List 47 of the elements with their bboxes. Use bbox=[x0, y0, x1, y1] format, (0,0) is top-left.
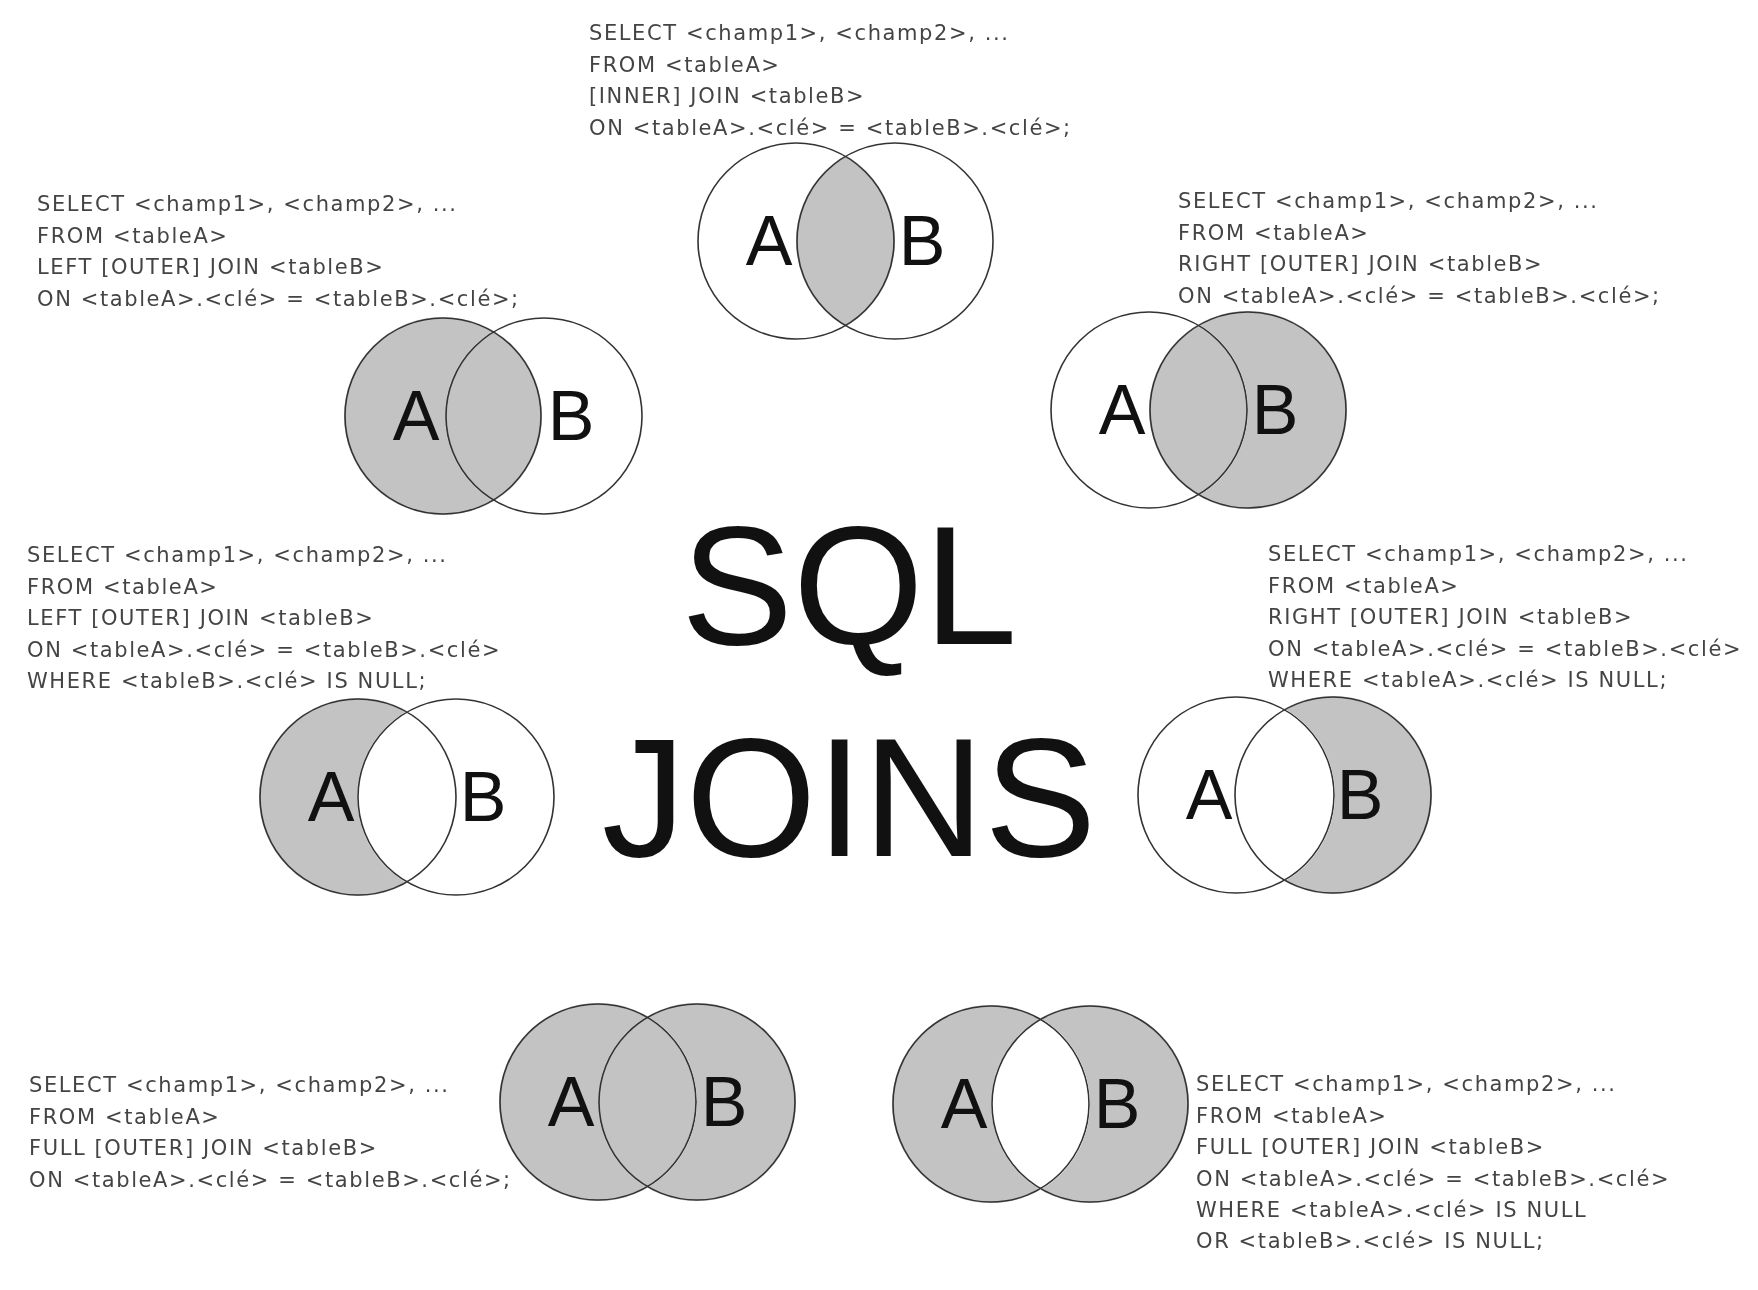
sql-code-line: SELECT <champ1>, <champ2>, ... bbox=[37, 192, 458, 218]
sql-code-line: [INNER] JOIN <tableB> bbox=[589, 84, 866, 110]
sql-code-line: SELECT <champ1>, <champ2>, ... bbox=[589, 21, 1010, 47]
sql-code-line: FULL [OUTER] JOIN <tableB> bbox=[29, 1136, 378, 1162]
sql-code-line: SELECT <champ1>, <champ2>, ... bbox=[1178, 189, 1599, 215]
set-letter: B bbox=[700, 1067, 748, 1137]
set-letter: A bbox=[392, 381, 440, 451]
sql-code-line: FROM <tableA> bbox=[1268, 573, 1460, 599]
sql-code-line: SELECT <champ1>, <champ2>, ... bbox=[29, 1073, 450, 1099]
set-letter: B bbox=[547, 381, 595, 451]
set-letter: A bbox=[1098, 375, 1146, 445]
set-letter: B bbox=[1336, 760, 1384, 830]
sql-code-line: WHERE <tableB>.<clé> IS NULL; bbox=[27, 669, 428, 695]
sql-code-line: FROM <tableA> bbox=[589, 52, 781, 78]
sql-code-line: ON <tableA>.<clé> = <tableB>.<clé>; bbox=[29, 1167, 512, 1193]
sql-code-line: RIGHT [OUTER] JOIN <tableB> bbox=[1268, 605, 1634, 631]
sql-code-line: FROM <tableA> bbox=[1196, 1103, 1388, 1129]
sql-code-line: LEFT [OUTER] JOIN <tableB> bbox=[37, 255, 385, 281]
sql-code-line: RIGHT [OUTER] JOIN <tableB> bbox=[1178, 252, 1544, 278]
sql-code-line: ON <tableA>.<clé> = <tableB>.<clé> bbox=[1196, 1166, 1671, 1192]
sql-code-line: ON <tableA>.<clé> = <tableB>.<clé> bbox=[1268, 636, 1743, 662]
set-letter: B bbox=[1251, 375, 1299, 445]
sql-code-line: SELECT <champ1>, <champ2>, ... bbox=[1268, 542, 1689, 568]
set-letter: A bbox=[547, 1067, 595, 1137]
set-letter: A bbox=[1185, 760, 1233, 830]
sql-code-line: ON <tableA>.<clé> = <tableB>.<clé>; bbox=[37, 286, 520, 312]
sql-code-line: WHERE <tableA>.<clé> IS NULL bbox=[1196, 1198, 1588, 1224]
sql-code-line: ON <tableA>.<clé> = <tableB>.<clé> bbox=[27, 637, 502, 663]
sql-code-line: FROM <tableA> bbox=[1178, 220, 1370, 246]
set-letter: B bbox=[1093, 1069, 1141, 1139]
diagram-title: SQL JOINS bbox=[600, 491, 1098, 894]
set-letter: A bbox=[940, 1069, 988, 1139]
sql-code-line: LEFT [OUTER] JOIN <tableB> bbox=[27, 606, 375, 632]
sql-code-line: FROM <tableA> bbox=[37, 223, 229, 249]
sql-code-line: OR <tableB>.<clé> IS NULL; bbox=[1196, 1229, 1545, 1255]
set-letter: A bbox=[745, 206, 793, 276]
sql-code-line: FROM <tableA> bbox=[27, 574, 219, 600]
sql-code-line: SELECT <champ1>, <champ2>, ... bbox=[27, 543, 448, 569]
sql-code-line: ON <tableA>.<clé> = <tableB>.<clé>; bbox=[589, 115, 1072, 141]
set-letter: A bbox=[307, 762, 355, 832]
set-letter: B bbox=[459, 762, 507, 832]
set-letter: B bbox=[898, 206, 946, 276]
sql-code-line: SELECT <champ1>, <champ2>, ... bbox=[1196, 1072, 1617, 1098]
sql-code-line: FULL [OUTER] JOIN <tableB> bbox=[1196, 1135, 1545, 1161]
sql-code-line: FROM <tableA> bbox=[29, 1104, 221, 1130]
sql-code-line: ON <tableA>.<clé> = <tableB>.<clé>; bbox=[1178, 283, 1661, 309]
sql-code-line: WHERE <tableA>.<clé> IS NULL; bbox=[1268, 668, 1669, 694]
